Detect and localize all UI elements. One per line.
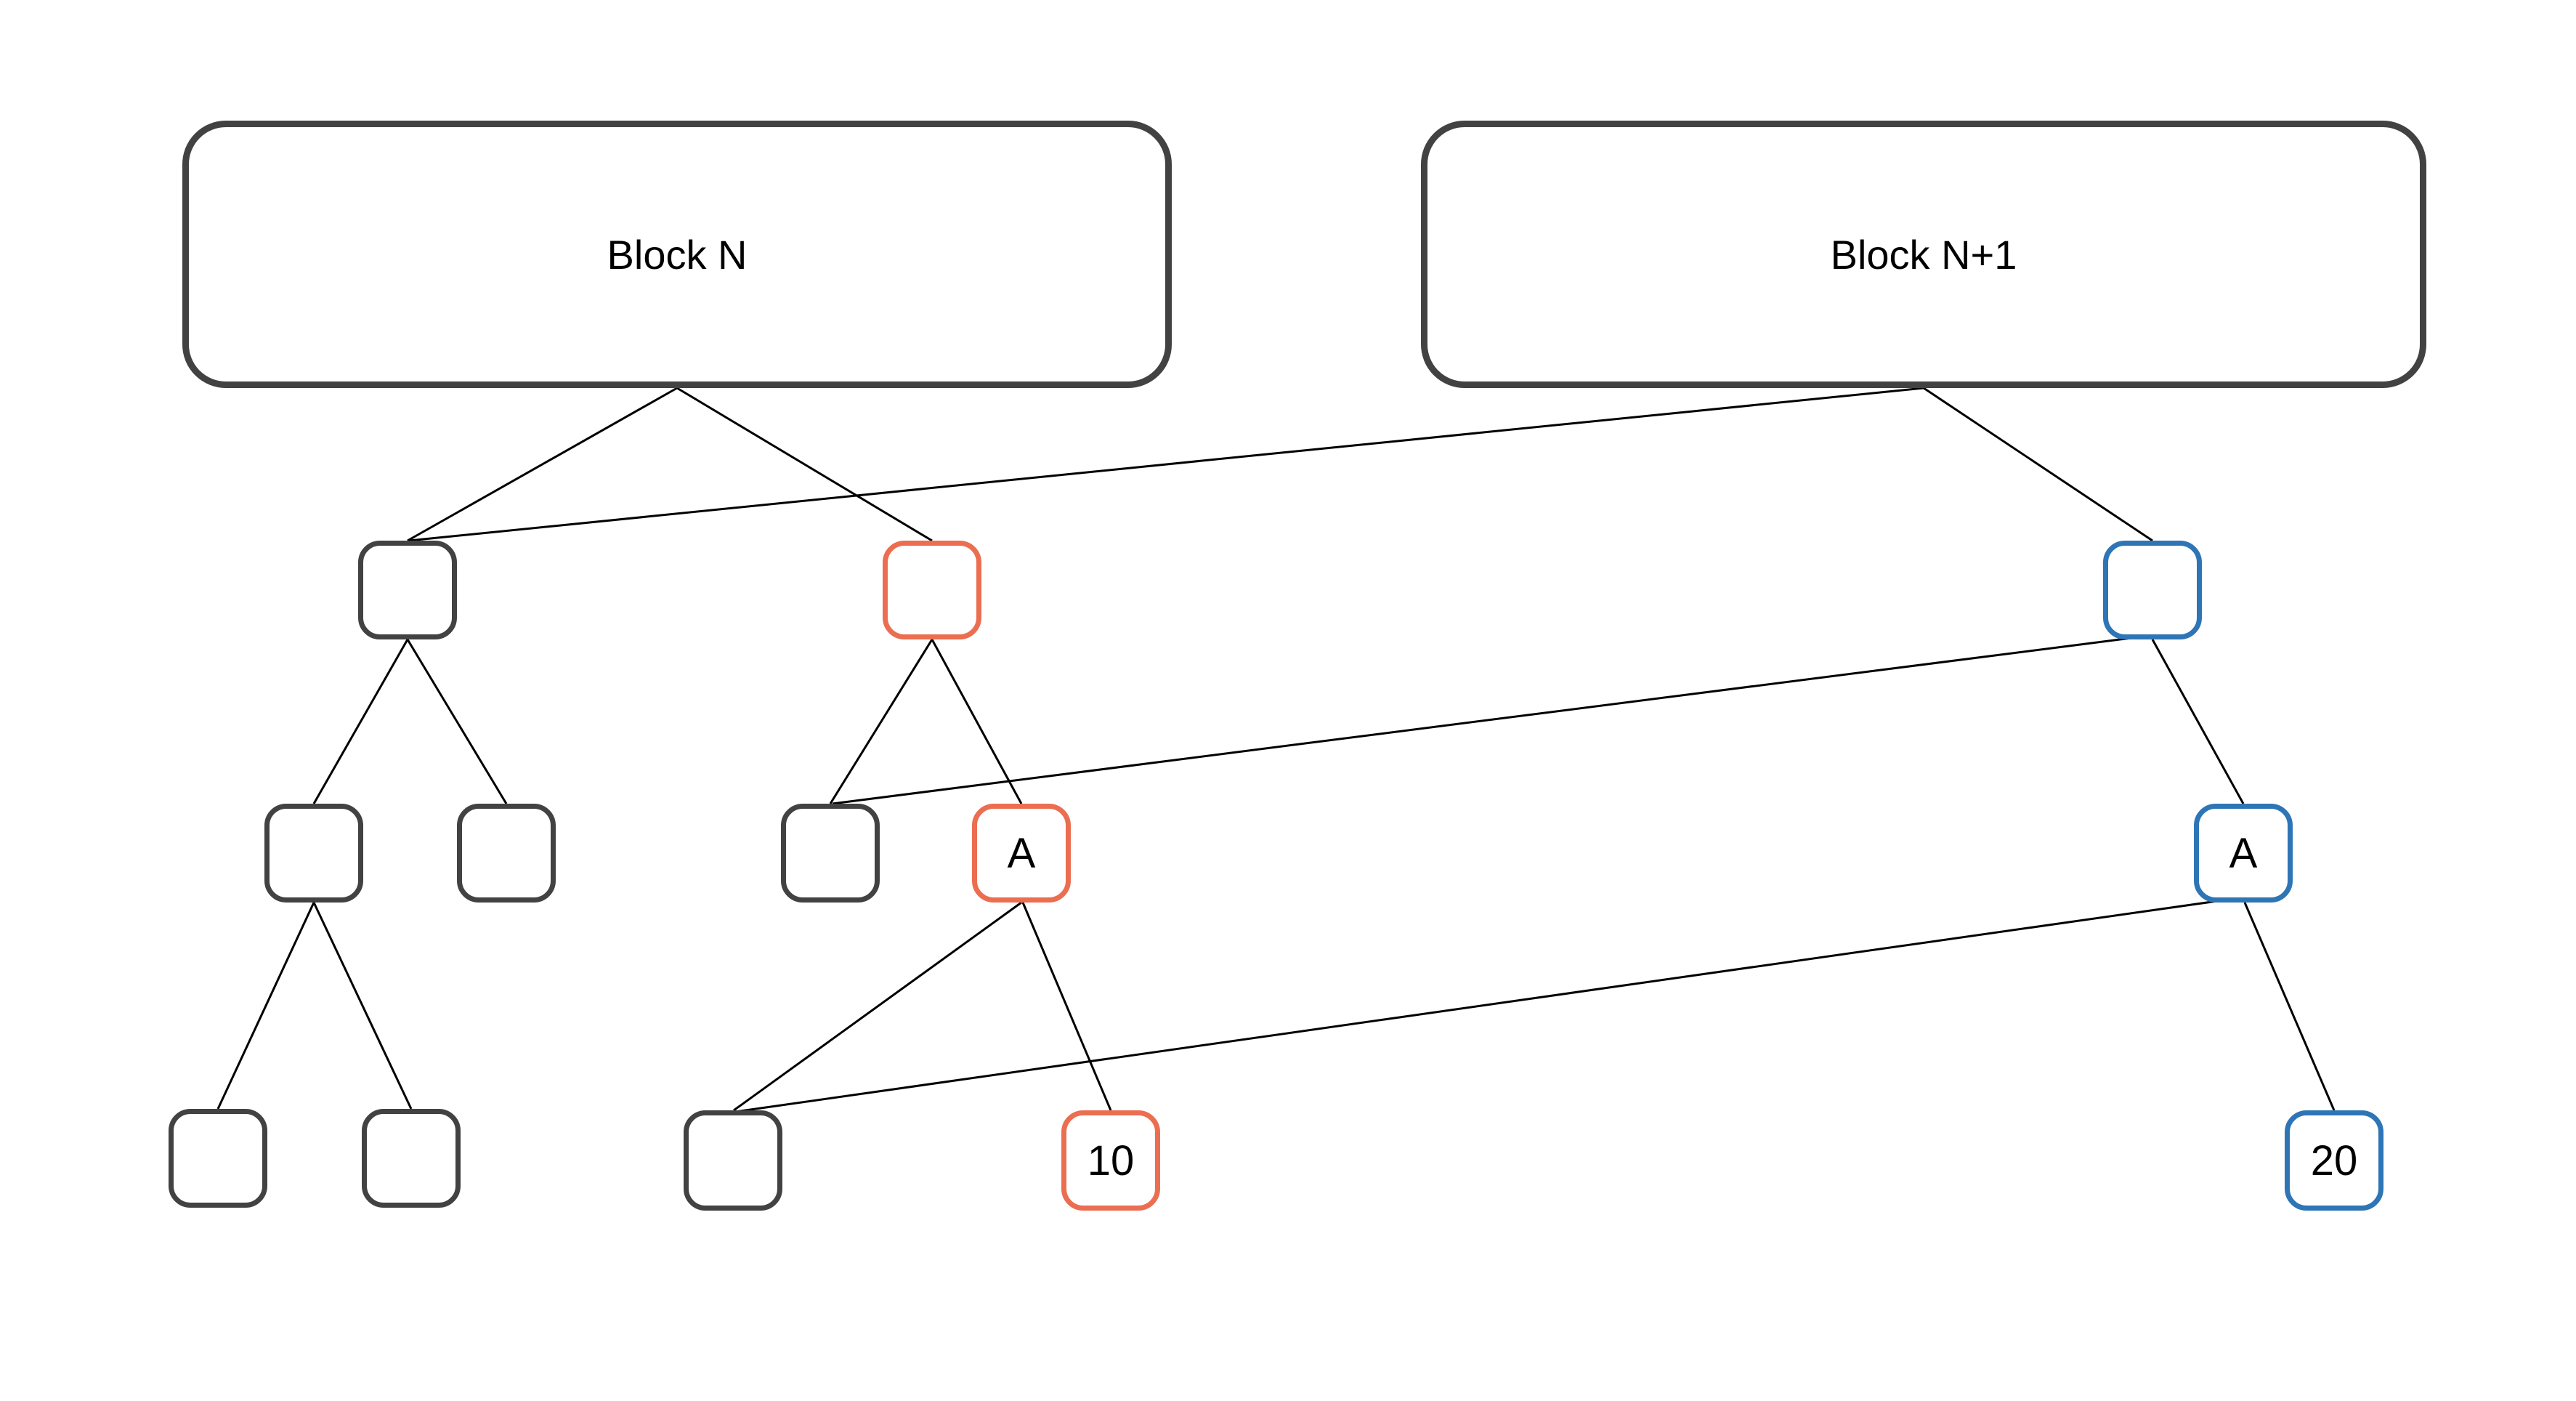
edge-block-n-to-right-old (676, 387, 933, 542)
edge-right-old-to-account-old (931, 639, 1023, 804)
edge-right-old-to-mid-shared (829, 639, 933, 804)
node-account-new: A (2194, 804, 2293, 903)
block-n-plus-1-label: Block N+1 (1830, 231, 2017, 278)
node-left-child-a (264, 804, 363, 903)
edge-left-root-to-child-a (312, 639, 409, 804)
edge-right-new-to-mid-shared (832, 636, 2138, 805)
node-account-new-label: A (2229, 829, 2258, 877)
edge-right-new-to-account-new (2151, 639, 2245, 804)
edge-block-n1-to-left-root-shared (408, 387, 1924, 542)
edge-account-old-to-value-old (1021, 902, 1112, 1111)
edge-account-new-to-leaf-shared (734, 900, 2218, 1113)
leaf-left-2 (362, 1109, 461, 1208)
edge-account-new-to-value-new (2243, 902, 2336, 1111)
leaf-shared (684, 1110, 782, 1211)
leaf-left-1 (169, 1109, 267, 1208)
edge-child-a-to-leaf-2 (312, 902, 413, 1110)
node-account-old-label: A (1007, 829, 1036, 877)
leaf-value-new-label: 20 (2310, 1136, 2358, 1184)
block-n: Block N (182, 121, 1172, 388)
leaf-value-old: 10 (1061, 1110, 1160, 1211)
edge-left-root-to-child-b (406, 639, 508, 804)
block-n-label: Block N (607, 231, 748, 278)
node-right-new (2103, 541, 2202, 639)
leaf-value-new: 20 (2285, 1110, 2383, 1211)
node-mid-shared (781, 804, 880, 903)
node-left-root (358, 541, 457, 639)
edge-block-n1-to-right-new (1923, 387, 2153, 542)
edge-block-n-to-left-root (407, 387, 678, 542)
block-n-plus-1: Block N+1 (1421, 121, 2426, 388)
edge-child-a-to-leaf-1 (216, 902, 315, 1110)
leaf-value-old-label: 10 (1087, 1136, 1135, 1184)
node-left-child-b (457, 804, 556, 903)
node-right-old (883, 541, 981, 639)
node-account-old: A (972, 804, 1071, 903)
edge-account-old-to-leaf-shared (733, 901, 1022, 1112)
